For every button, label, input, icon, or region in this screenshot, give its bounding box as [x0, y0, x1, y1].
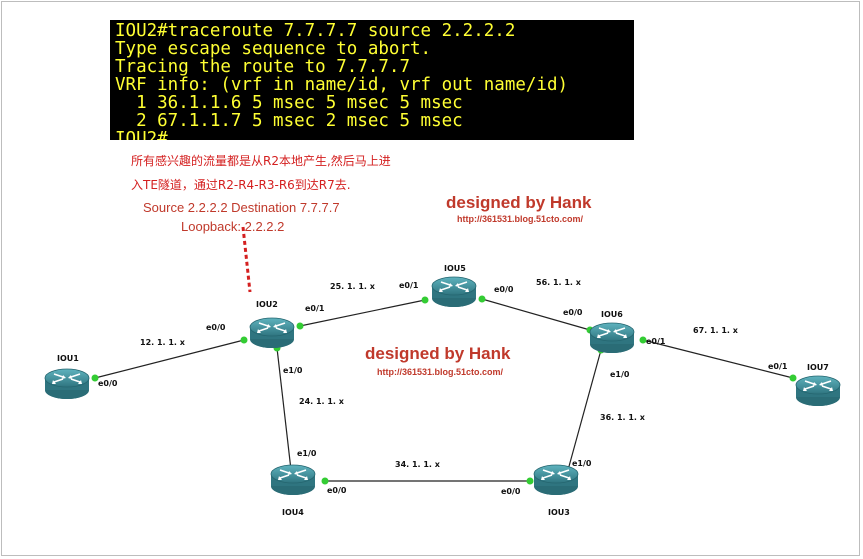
pointer-dashed-line	[241, 226, 252, 293]
interface-label: e1/0	[283, 366, 303, 375]
link-iou5-iou6	[481, 298, 591, 331]
link-iou6-iou7	[642, 339, 794, 379]
interface-label: e0/0	[327, 486, 347, 495]
terminal-output: IOU2#traceroute 7.7.7.7 source 2.2.2.2 T…	[110, 20, 634, 140]
router-icon	[589, 322, 635, 354]
interface-label: e1/0	[297, 449, 317, 458]
router-icon	[431, 276, 477, 308]
interface-label: e0/0	[563, 308, 583, 317]
link-iou2-iou5	[299, 299, 426, 327]
terminal-line: IOU2#	[115, 129, 168, 140]
annotation-line-2: 入TE隧道，通过R2-R4-R3-R6到达R7去.	[131, 178, 351, 192]
subnet-label-24: 24. 1. 1. x	[299, 397, 345, 406]
interface-label: e0/1	[305, 304, 325, 313]
terminal-line: Type escape sequence to abort.	[115, 39, 432, 59]
watermark-url-top: http://361531.blog.51cto.com/	[457, 214, 584, 224]
interface-label: e0/0	[206, 323, 226, 332]
router-label-iou1: IOU1	[57, 354, 79, 363]
router-label-iou7: IOU7	[807, 363, 829, 372]
subnet-label-12: 12. 1. 1. x	[140, 338, 186, 347]
terminal-line: VRF info: (vrf in name/id, vrf out name/…	[115, 75, 569, 95]
interface-label: e0/0	[501, 487, 521, 496]
link-iou1-iou2	[94, 339, 245, 379]
annotation-line-1: 所有感兴趣的流量都是从R2本地产生,然后马上进	[131, 154, 391, 168]
terminal-line: IOU2#traceroute 7.7.7.7 source 2.2.2.2	[115, 21, 516, 41]
interface-dots	[91, 295, 797, 485]
link-iou3-iou6	[567, 349, 602, 471]
watermark-url-middle: http://361531.blog.51cto.com/	[377, 367, 504, 377]
terminal-line: 1 36.1.1.6 5 msec 5 msec 5 msec	[115, 93, 463, 113]
subnet-label-67: 67. 1. 1. x	[693, 326, 739, 335]
watermark-brand-top: designed by Hank	[446, 193, 592, 212]
interface-label: e0/1	[399, 281, 419, 290]
subnet-label-25: 25. 1. 1. x	[330, 282, 376, 291]
terminal-line: Tracing the route to 7.7.7.7	[115, 57, 411, 77]
interface-label: e0/1	[646, 337, 666, 346]
router-icon	[270, 464, 316, 496]
interface-label: e0/0	[494, 285, 514, 294]
interface-label: e1/0	[572, 459, 592, 468]
router-label-iou5: IOU5	[444, 264, 466, 273]
topology-links	[94, 298, 794, 482]
interface-labels: e0/0 e0/0 e0/1 e1/0 e0/1 e0/0 e0/0 e0/1 …	[98, 281, 788, 496]
loopback-label: Loopback: 2.2.2.2	[181, 219, 285, 234]
subnet-label-36: 36. 1. 1. x	[600, 413, 646, 422]
router-icon	[249, 317, 295, 349]
link-iou2-iou4	[276, 347, 292, 471]
router-label-iou4: IOU4	[282, 508, 304, 517]
terminal-line: 2 67.1.1.7 5 msec 2 msec 5 msec	[115, 111, 463, 131]
interface-label: e0/0	[98, 379, 118, 388]
router-icon	[44, 368, 90, 400]
router-labels: IOU1 IOU2 IOU5 IOU6 IOU7 IOU4 IOU3	[57, 264, 829, 517]
router-label-iou3: IOU3	[548, 508, 570, 517]
router-icon	[533, 464, 579, 496]
subnet-label-56: 56. 1. 1. x	[536, 278, 582, 287]
router-label-iou6: IOU6	[601, 310, 623, 319]
source-destination-label: Source 2.2.2.2 Destination 7.7.7.7	[143, 200, 340, 215]
watermark-brand-middle: designed by Hank	[365, 344, 511, 363]
router-label-iou2: IOU2	[256, 300, 278, 309]
router-icon	[795, 375, 841, 407]
interface-label: e1/0	[610, 370, 630, 379]
subnet-label-34: 34. 1. 1. x	[395, 460, 441, 469]
link-subnet-labels: 12. 1. 1. x 25. 1. 1. x 56. 1. 1. x 67. …	[140, 278, 739, 469]
interface-label: e0/1	[768, 362, 788, 371]
